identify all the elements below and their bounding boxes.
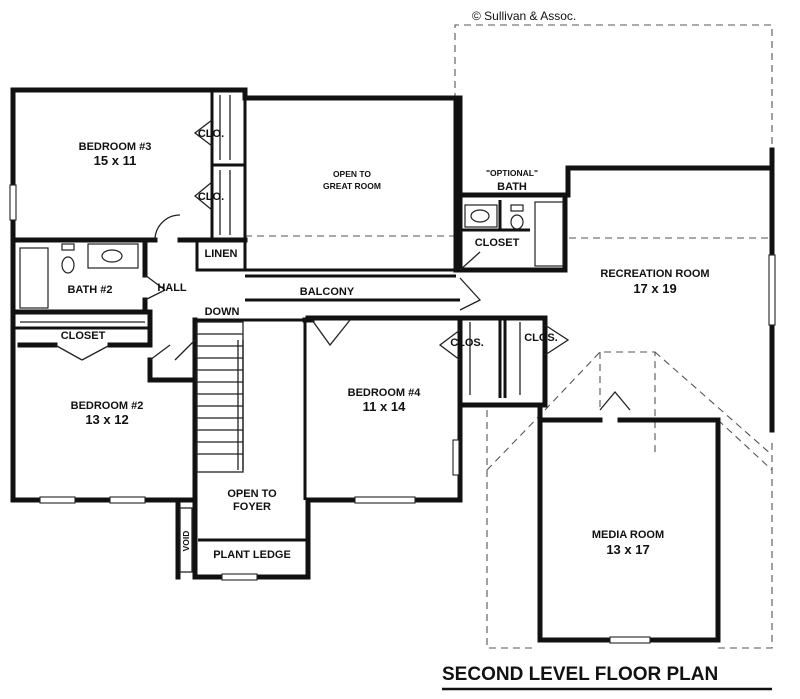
door-swing — [438, 329, 461, 361]
window — [452, 439, 460, 476]
window — [354, 496, 416, 504]
clo2-label: CLO. — [198, 191, 224, 203]
bedroom4-name: BEDROOM #4 — [348, 387, 422, 399]
door-swing — [54, 344, 111, 361]
recreation-name: RECREATION ROOM — [600, 268, 709, 280]
staircase — [196, 321, 244, 473]
window — [221, 573, 258, 581]
door-swing — [599, 390, 631, 411]
clos2-label: CLOS. — [524, 332, 558, 344]
linen-label: LINEN — [205, 248, 238, 260]
closet-bed2-label: CLOSET — [61, 330, 106, 342]
bedroom2-name: BEDROOM #2 — [71, 400, 144, 412]
door-swing — [459, 251, 481, 271]
recreation-size: 17 x 19 — [633, 281, 676, 296]
media-room-name: MEDIA ROOM — [592, 529, 664, 541]
bath2-label: BATH #2 — [67, 284, 112, 296]
fixtures — [19, 95, 564, 573]
optional-bath-line2: BATH — [497, 181, 527, 193]
interior-walls — [10, 90, 568, 580]
closet-bath-label: CLOSET — [475, 237, 520, 249]
labels: © Sullivan & Assoc. BEDROOM #3 15 x 11 C… — [61, 9, 772, 691]
doors — [54, 119, 631, 411]
down-label: DOWN — [205, 306, 240, 318]
door-swing — [311, 319, 351, 347]
clo1-label: CLO. — [198, 128, 224, 140]
open-great-room-line2: GREAT ROOM — [323, 181, 381, 191]
media-room-size: 13 x 17 — [606, 542, 649, 557]
bedroom3-name: BEDROOM #3 — [79, 141, 152, 153]
door-swing — [154, 214, 181, 241]
toilet — [510, 214, 524, 230]
door-swing — [193, 181, 213, 211]
toilet — [61, 256, 75, 274]
door-swing — [174, 339, 196, 361]
plan-title: SECOND LEVEL FLOOR PLAN — [442, 664, 718, 685]
optional-bath-line1: "OPTIONAL" — [486, 168, 538, 178]
door-swing — [459, 277, 482, 311]
window — [39, 496, 76, 504]
void-label: VOID — [181, 531, 191, 552]
door-swing — [544, 324, 570, 356]
plant-ledge-label: PLANT LEDGE — [213, 549, 291, 561]
windows — [9, 184, 776, 644]
window — [609, 636, 651, 644]
door-swing — [193, 119, 213, 147]
bedroom2-size: 13 x 12 — [85, 412, 128, 427]
door-swing — [144, 274, 166, 301]
open-great-room-line1: OPEN TO — [333, 169, 371, 179]
door-swing — [149, 344, 171, 361]
window — [9, 184, 17, 221]
hall-label: HALL — [157, 282, 187, 294]
copyright-text: © Sullivan & Assoc. — [472, 9, 576, 23]
window — [768, 254, 776, 326]
exterior-walls — [10, 87, 775, 643]
open-foyer-line2: FOYER — [233, 501, 271, 513]
balcony-label: BALCONY — [300, 286, 355, 298]
bedroom3-size: 15 x 11 — [94, 153, 137, 168]
clos1-label: CLOS. — [450, 337, 484, 349]
bedroom4-size: 11 x 14 — [363, 399, 406, 414]
window — [109, 496, 146, 504]
bathtub — [19, 247, 49, 309]
bathtub — [534, 201, 564, 267]
open-foyer-line1: OPEN TO — [227, 488, 277, 500]
